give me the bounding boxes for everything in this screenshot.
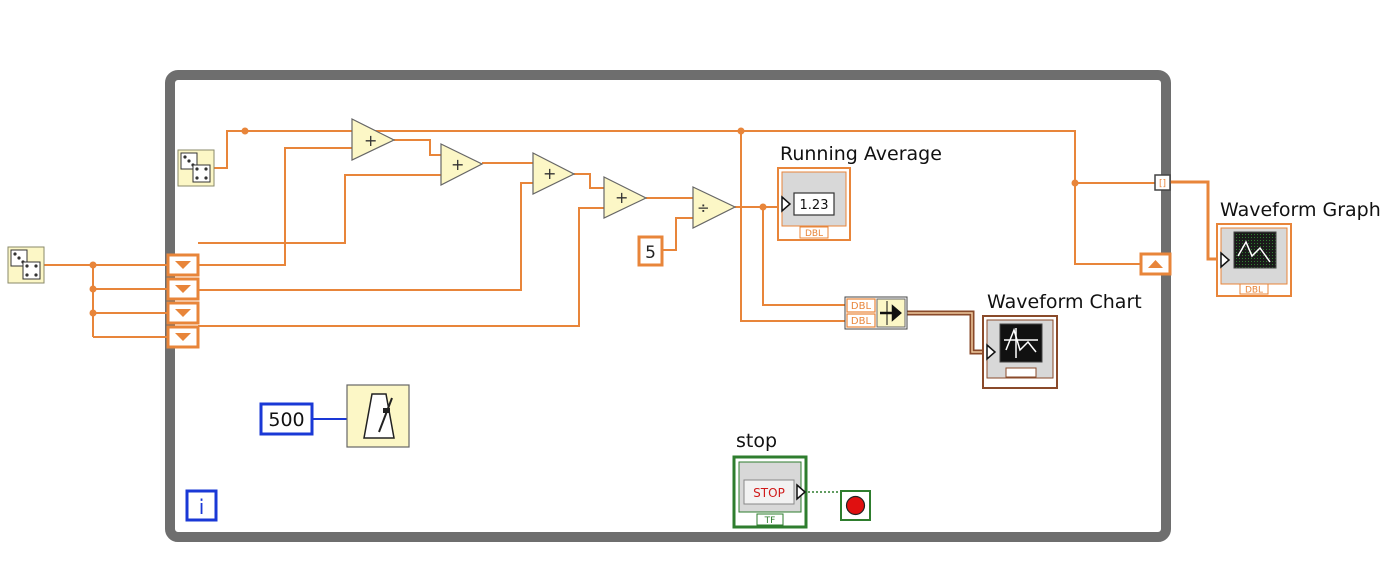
add-operator: + [451, 155, 464, 174]
numeric-display: 1.23 [800, 198, 829, 213]
input-arrow-icon [986, 343, 997, 361]
shift-register-stack[interactable] [166, 253, 200, 349]
dice-icon [180, 152, 211, 183]
dbl-type-label: DBL [1245, 286, 1263, 296]
random-number-inside[interactable] [177, 149, 215, 187]
wire-div-out[interactable] [735, 206, 847, 306]
input-arrow-icon [781, 195, 792, 213]
add-operator: + [364, 131, 377, 150]
wire-add1-add2[interactable] [394, 139, 444, 156]
divide-operator: ÷ [697, 199, 710, 217]
build-array-node[interactable]: [] [1154, 174, 1171, 191]
random-number-outside[interactable] [7, 246, 45, 284]
stop-sign-icon [845, 495, 866, 516]
divisor-constant[interactable]: 5 [637, 235, 664, 267]
wire-array-graph[interactable] [1170, 180, 1222, 261]
arrow-down-icon [175, 333, 191, 341]
wire-junctions [89, 127, 1079, 317]
dbl-type-label: DBL [805, 229, 823, 239]
add-operator: + [615, 188, 628, 207]
wire-shift-4[interactable] [198, 207, 606, 327]
stop-label: stop [736, 430, 777, 452]
divide-node[interactable]: ÷ [692, 186, 737, 229]
stop-button-control[interactable]: STOP TF [732, 455, 808, 529]
wire-shift-3[interactable] [198, 182, 536, 291]
wait-ms-value: 500 [268, 409, 304, 431]
wire-shift-1[interactable] [198, 174, 444, 244]
waveform-chart-indicator[interactable] [982, 315, 1058, 389]
bundle-node[interactable]: DBL DBL [844, 296, 908, 330]
add-node-2[interactable]: + [440, 143, 484, 186]
arrow-up-icon [1148, 260, 1163, 268]
shift-register-2[interactable] [166, 277, 200, 301]
add-node-1[interactable]: + [351, 118, 396, 161]
wait-ms-node[interactable] [346, 384, 410, 448]
wire-const5-div[interactable] [662, 217, 694, 251]
wire-outer-random[interactable] [44, 264, 168, 338]
shift-register-right[interactable] [1139, 252, 1172, 276]
wait-ms-constant[interactable]: 500 [259, 402, 314, 436]
add-node-3[interactable]: + [532, 152, 576, 195]
wires [44, 130, 1155, 338]
waveform-chart-label: Waveform Chart [987, 291, 1142, 313]
shift-register-3[interactable] [166, 301, 200, 325]
running-average-label: Running Average [780, 143, 942, 165]
metronome-icon [363, 393, 395, 439]
bundle-input-bottom: DBL [851, 316, 872, 327]
wire-value-bundle[interactable] [740, 131, 847, 322]
shift-register-1[interactable] [166, 253, 200, 277]
iteration-terminal[interactable]: i [185, 489, 218, 522]
waveform-graph-label: Waveform Graph [1220, 199, 1381, 221]
input-arrow-icon [1220, 251, 1231, 269]
waveform-graph-indicator[interactable]: DBL [1216, 223, 1292, 297]
iteration-symbol: i [199, 495, 205, 519]
array-bracket-icon: [] [1159, 179, 1166, 189]
arrow-down-icon [175, 285, 191, 293]
graph-icon [1237, 240, 1271, 263]
wire-shift-2[interactable] [198, 147, 355, 266]
output-arrow-icon [796, 483, 807, 501]
wire-add3-add4[interactable] [574, 173, 606, 189]
running-average-indicator[interactable]: 1.23 DBL [777, 167, 851, 241]
arrow-down-icon [175, 309, 191, 317]
divisor-value: 5 [645, 243, 656, 263]
shift-register-4[interactable] [166, 325, 200, 349]
bundle-arrow-icon [880, 304, 902, 322]
wire-inner-random[interactable] [214, 130, 1155, 265]
arrow-down-icon [175, 261, 191, 269]
stop-button-text: STOP [753, 486, 785, 500]
add-node-4[interactable]: + [603, 176, 648, 219]
loop-condition-terminal[interactable] [840, 490, 871, 521]
chart-icon [1004, 327, 1038, 358]
wire-cluster-chart[interactable] [905, 310, 988, 355]
boolean-type-label: TF [764, 516, 776, 526]
bundle-input-top: DBL [851, 301, 872, 312]
dice-icon [10, 249, 41, 280]
add-operator: + [543, 164, 556, 183]
